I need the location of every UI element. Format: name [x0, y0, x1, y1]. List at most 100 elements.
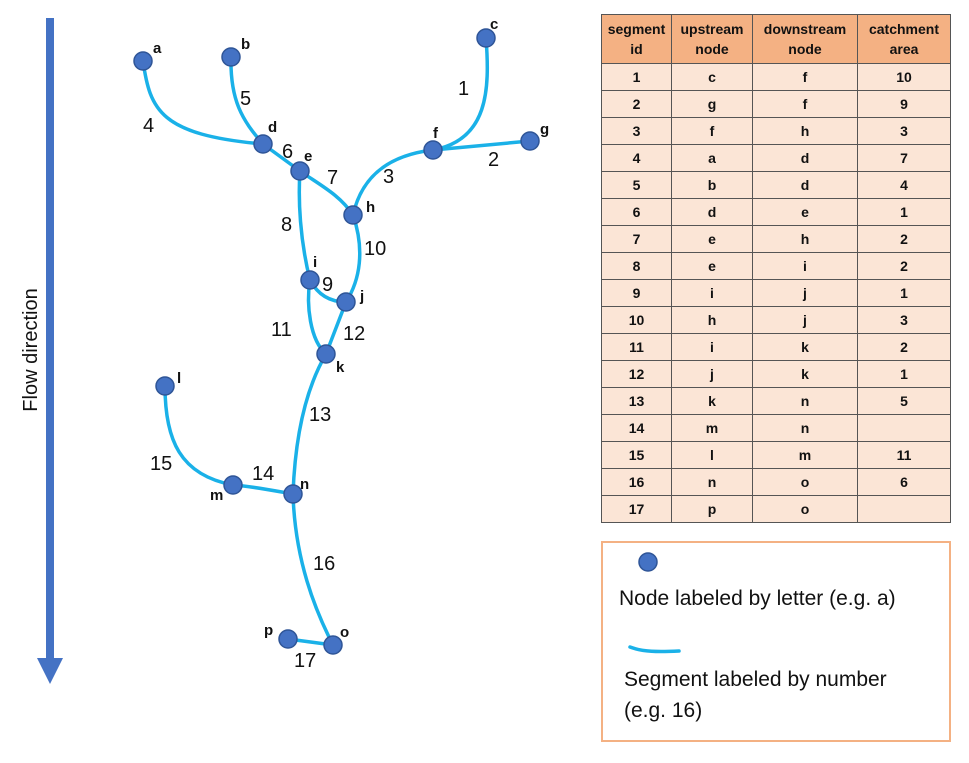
node-label: b [241, 36, 250, 53]
node-label: i [313, 254, 317, 271]
table-cell: 10 [601, 306, 672, 334]
segment-1 [431, 36, 489, 152]
table-cell: k [752, 360, 858, 388]
segment-labels: 1 2 3 4 5 6 7 8 9 10 11 12 13 14 15 16 1… [143, 78, 499, 672]
node-label: g [540, 121, 549, 138]
table-cell: d [671, 198, 753, 226]
segment-label: 7 [327, 167, 338, 189]
table-cell: e [752, 198, 858, 226]
table-cell [857, 414, 951, 442]
table-cell: 12 [601, 360, 672, 388]
table-cell: 11 [601, 333, 672, 361]
table-cell: 8 [601, 252, 672, 280]
table-cell: 1 [601, 63, 672, 91]
segment-label: 1 [458, 78, 469, 100]
node-c [476, 28, 496, 48]
legend-node-text: Node labeled by letter (e.g. a) [619, 587, 896, 610]
node-l [155, 376, 175, 396]
segment-13 [291, 352, 328, 496]
segment-16 [291, 492, 335, 647]
table-cell: j [671, 360, 753, 388]
segment-label: 4 [143, 115, 154, 137]
node-o [323, 635, 343, 655]
legend-segment-example: (e.g. 16) [624, 699, 703, 722]
table-cell: h [752, 117, 858, 145]
node-label: m [210, 487, 223, 504]
table-cell: 3 [857, 117, 951, 145]
table-cell: 2 [857, 333, 951, 361]
segment-2 [431, 139, 532, 152]
table-cell: e [671, 252, 753, 280]
table-cell: 4 [857, 171, 951, 199]
segment-label: 6 [282, 141, 293, 163]
segment-label: 2 [488, 149, 499, 171]
table-cell: o [752, 468, 858, 496]
table-cell: n [752, 414, 858, 442]
table-cell: 5 [857, 387, 951, 415]
node-labels: a b c d e f g h i j k l m n o p [153, 16, 549, 641]
node-label: l [177, 370, 181, 387]
table-cell: c [671, 63, 753, 91]
table-cell: p [671, 495, 753, 523]
table-cell: 2 [857, 252, 951, 280]
segment-label: 12 [343, 323, 365, 345]
table-cell: d [752, 171, 858, 199]
table-cell: 6 [601, 198, 672, 226]
node-d [253, 134, 273, 154]
table-cell: i [671, 333, 753, 361]
table-cell: 7 [857, 144, 951, 172]
segment-label: 17 [294, 650, 316, 672]
legend: Node labeled by letter (e.g. a) Segment … [601, 541, 951, 742]
segment-label: 14 [252, 463, 274, 485]
table-cell: o [752, 495, 858, 523]
table-cell: 1 [857, 360, 951, 388]
segment-label: 16 [313, 553, 335, 575]
node-label: k [336, 359, 345, 376]
segment-label: 3 [383, 166, 394, 188]
node-label: a [153, 40, 162, 57]
node-b [221, 47, 241, 67]
table-cell: 6 [857, 468, 951, 496]
node-p [278, 629, 298, 649]
flow-arrow-head [37, 658, 63, 684]
node-label: h [366, 199, 375, 216]
segment-15 [163, 384, 235, 487]
table-cell: 11 [857, 441, 951, 469]
node-i [300, 270, 320, 290]
table-cell: f [752, 63, 858, 91]
node-k [316, 344, 336, 364]
table-cell: l [671, 441, 753, 469]
node-label: p [264, 622, 273, 639]
segment-label: 8 [281, 214, 292, 236]
node-j [336, 292, 356, 312]
table-cell: k [752, 333, 858, 361]
table-cell: h [671, 306, 753, 334]
node-n [283, 484, 303, 504]
legend-symbols [628, 552, 681, 654]
node-a [133, 51, 153, 71]
table-cell: 2 [857, 225, 951, 253]
segment-10 [344, 213, 362, 304]
table-cell: 9 [601, 279, 672, 307]
nodes [133, 28, 540, 655]
segment-8 [297, 169, 312, 282]
table-cell: 15 [601, 441, 672, 469]
table-cell: j [752, 279, 858, 307]
